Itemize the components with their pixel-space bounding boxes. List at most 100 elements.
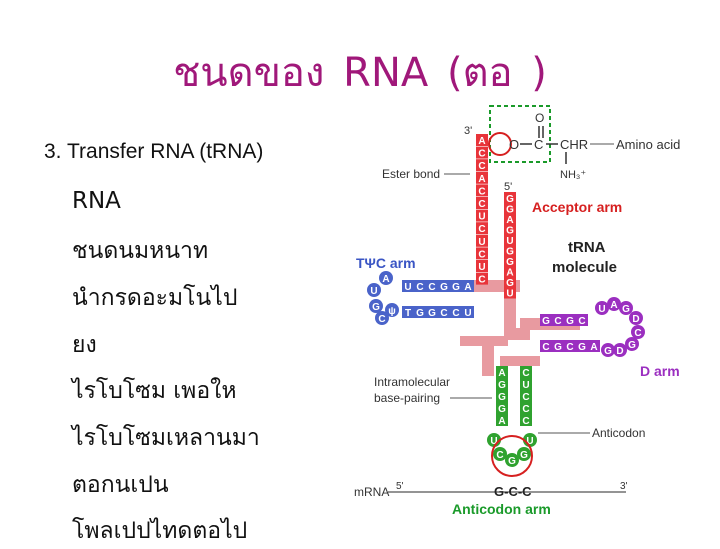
base-letter: G — [622, 304, 630, 315]
tpsic-base — [426, 280, 438, 292]
base-letter: C — [478, 224, 485, 235]
base-letter: C — [522, 368, 529, 379]
base-letter: U — [526, 436, 533, 447]
base-letter: C — [496, 450, 503, 461]
anticodon-base — [496, 366, 508, 378]
base-letter: C — [452, 308, 459, 319]
base-letter: A — [478, 136, 485, 147]
d-arm-base — [576, 314, 588, 326]
base-letter: U — [478, 212, 485, 223]
base-letter: G — [542, 316, 550, 327]
acceptor-base — [504, 213, 516, 225]
d-loop-base — [631, 325, 645, 339]
slide-title: ชนดของ RNA (ตอ ) — [173, 50, 547, 96]
base-letter: G — [506, 194, 514, 205]
d-arm-base — [552, 314, 564, 326]
d-arm-base — [540, 340, 552, 352]
anticodon-loop-base — [493, 447, 507, 461]
base-letter: G — [508, 456, 516, 467]
base-letter: G — [506, 205, 514, 216]
backbone-link — [460, 336, 508, 346]
nh3-group: NH₃⁺ — [560, 169, 586, 181]
backbone-link — [482, 346, 494, 376]
tpsic-base — [462, 280, 474, 292]
tpsic-base — [402, 306, 414, 318]
base-letter: A — [464, 282, 471, 293]
base-letter: G — [578, 342, 586, 353]
base-letter: G — [498, 392, 506, 403]
base-letter: C — [478, 186, 485, 197]
anticodon-base — [520, 390, 532, 402]
acceptor-base — [504, 234, 516, 246]
acceptor-base — [504, 223, 516, 236]
base-letter: G — [440, 282, 448, 293]
o-atom: O — [509, 137, 519, 152]
carbonyl-dashed-box — [489, 105, 551, 163]
acceptor-base — [504, 255, 516, 267]
base-letter: G — [452, 282, 460, 293]
base-letter: A — [610, 300, 617, 311]
base-letter: C — [428, 282, 435, 293]
base-letter: U — [598, 304, 605, 315]
base-letter: U — [478, 262, 485, 273]
mrna-3-label: 3' — [620, 481, 628, 492]
tpsic-base — [450, 306, 462, 318]
anticodon-base — [520, 402, 532, 414]
anticodon-label: Anticodon — [592, 426, 645, 440]
base-letter: U — [490, 436, 497, 447]
anticodon-arm-label: Anticodon arm — [452, 501, 551, 517]
base-letter: A — [478, 174, 485, 185]
base-letter: C — [522, 404, 529, 415]
base-letter: C — [542, 342, 549, 353]
d-arm-base — [552, 340, 564, 352]
base-letter: G — [628, 340, 636, 351]
tpsic-base — [426, 306, 438, 318]
base-letter: C — [522, 392, 529, 403]
amino-acid-label: Amino acid — [616, 137, 680, 152]
base-letter: G — [520, 450, 528, 461]
base-letter: G — [506, 226, 514, 237]
tpsic-base — [414, 280, 426, 292]
backbone-link — [500, 356, 540, 366]
acceptor-base — [504, 202, 516, 215]
base-letter: ψ — [388, 306, 396, 317]
acceptor-arm-label: Acceptor arm — [532, 199, 622, 215]
acceptor-base — [476, 134, 488, 146]
acceptor-base — [476, 197, 488, 209]
base-letter: A — [506, 215, 513, 226]
base-letter: G — [566, 316, 574, 327]
tpsic-loop-base — [367, 283, 381, 297]
base-letter: C — [578, 316, 585, 327]
base-letter: C — [634, 328, 641, 339]
base-letter: D — [616, 346, 623, 357]
acceptor-base — [504, 265, 516, 278]
tpsic-arm-label: TΨC arm — [356, 255, 416, 271]
base-letter: C — [478, 149, 485, 160]
five-prime-label: 5' — [504, 181, 512, 193]
base-letter: G — [506, 278, 514, 289]
base-letter: A — [590, 342, 597, 353]
base-letter: G — [554, 342, 562, 353]
base-letter: U — [522, 380, 529, 391]
base-letter: G — [506, 247, 514, 258]
acceptor-base — [476, 234, 488, 247]
slide-subtitle: 3. Transfer RNA (tRNA) — [44, 140, 264, 163]
tpsic-base — [438, 280, 450, 292]
acceptor-base — [476, 222, 488, 235]
acceptor-base — [476, 171, 488, 184]
base-letter: G — [498, 404, 506, 415]
anticodon-highlight-circle — [491, 435, 533, 477]
acceptor-base — [504, 276, 516, 288]
base-letter: G — [498, 380, 506, 391]
base-letter: C — [378, 314, 385, 325]
base-letter: C — [478, 199, 485, 210]
ester-bond-circle — [488, 132, 512, 156]
base-letter: C — [478, 249, 485, 260]
dbl-o-atom: O — [535, 111, 544, 125]
acceptor-base — [476, 260, 488, 272]
body-line: ยง — [72, 332, 97, 358]
anticodon-loop-base — [517, 447, 531, 461]
d-loop-base — [613, 343, 627, 357]
anticodon-base — [496, 414, 508, 426]
